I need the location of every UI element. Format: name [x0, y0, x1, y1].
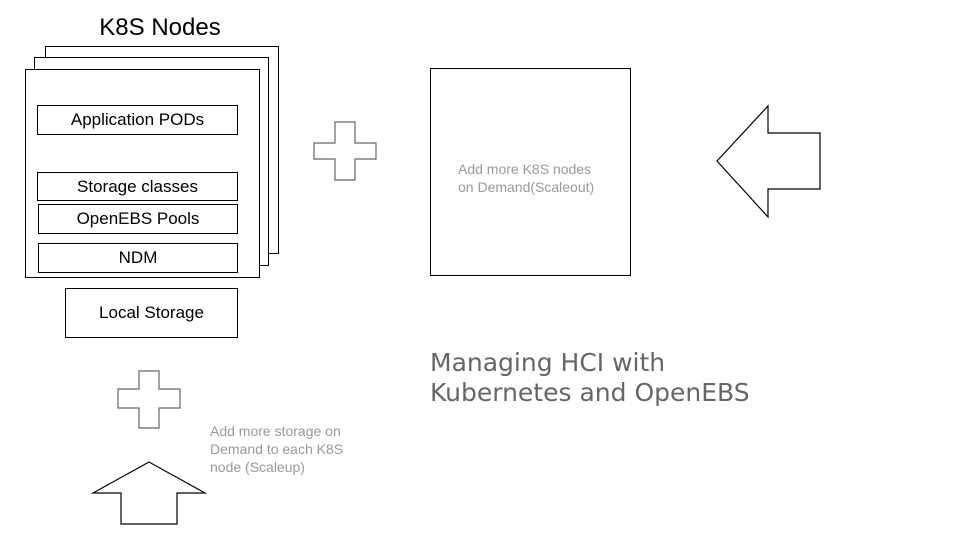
ndm-box: NDM [38, 243, 238, 273]
scaleup-text: Add more storage on Demand to each K8S n… [210, 422, 343, 476]
plus-icon [313, 121, 377, 181]
scaleout-text-line: Add more K8S nodes [458, 161, 592, 177]
scaleout-box [430, 68, 631, 276]
plus-icon [117, 370, 181, 429]
scaleout-text-line: on Demand(Scaleout) [458, 179, 595, 195]
storage-classes-box: Storage classes [37, 172, 238, 201]
left-arrow-icon [716, 104, 821, 219]
scaleout-text: Add more K8S nodes on Demand(Scaleout) [458, 160, 594, 196]
headline-line: Kubernetes and OpenEBS [430, 378, 750, 407]
openebs-pools-box: OpenEBS Pools [38, 204, 238, 234]
headline: Managing HCI with Kubernetes and OpenEBS [430, 348, 750, 408]
scaleup-text-line: Demand to each K8S [210, 441, 344, 457]
k8s-nodes-title: K8S Nodes [99, 14, 221, 41]
up-arrow-icon [90, 461, 208, 525]
scaleup-text-line: Add more storage on [210, 423, 341, 439]
headline-line: Managing HCI with [430, 348, 666, 377]
scaleup-text-line: node (Scaleup) [210, 459, 305, 475]
application-pods-box: Application PODs [37, 105, 238, 135]
local-storage-box: Local Storage [65, 288, 238, 338]
